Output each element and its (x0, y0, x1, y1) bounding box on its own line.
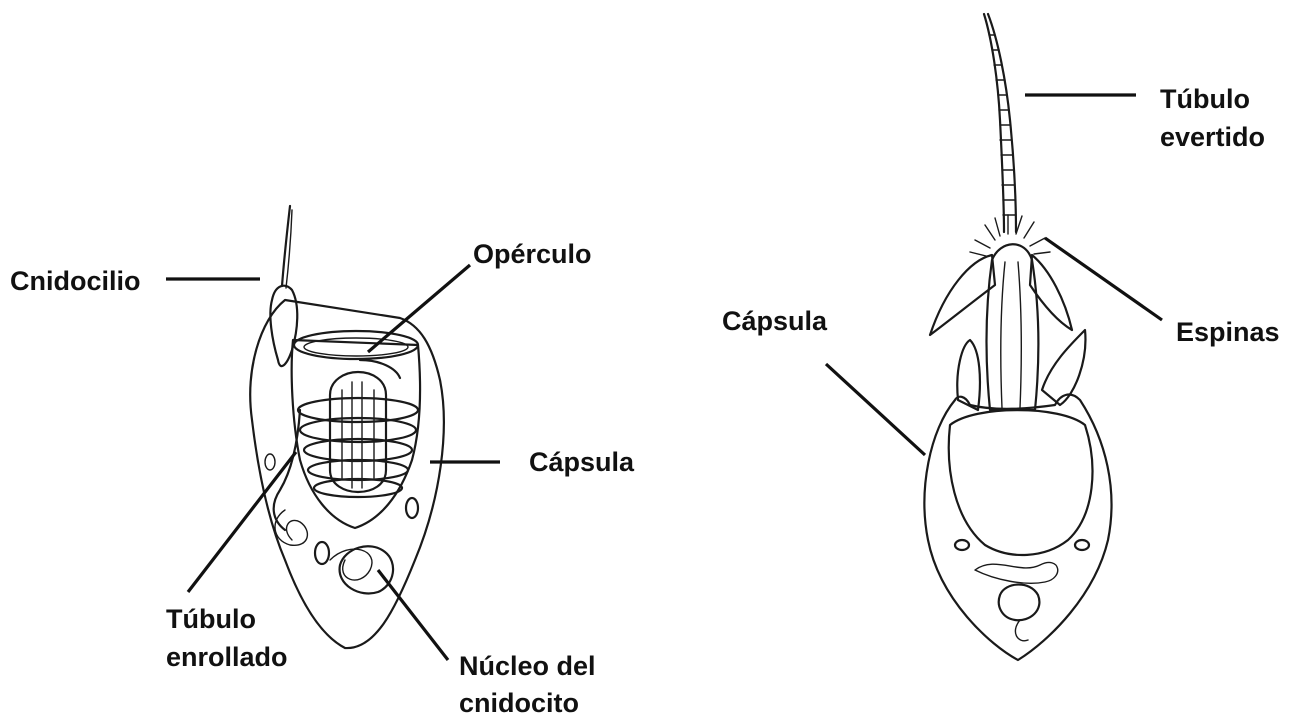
spine-flap-left (930, 255, 995, 335)
cnidocil-base (270, 286, 297, 366)
label-cnidocilio: Cnidocilio (10, 266, 141, 296)
leader-lines (166, 95, 1162, 660)
everted-tubule (984, 14, 1016, 232)
label-tubulo-enrollado-1: Túbulo (166, 604, 256, 634)
label-tubulo-enrollado-2: enrollado (166, 642, 288, 672)
cnidocil-hair (282, 206, 290, 286)
capsule-left (292, 340, 420, 528)
leader-espinas (1045, 238, 1162, 320)
nucleus (340, 546, 394, 593)
label-espinas: Espinas (1176, 317, 1280, 347)
spines (970, 215, 1050, 256)
discharged-cnidocyte (924, 14, 1111, 660)
leader-tubulo-enrollado (188, 452, 296, 592)
label-operculo: Opérculo (473, 239, 592, 269)
label-tubulo-evertido-1: Túbulo (1160, 84, 1250, 114)
label-nucleo-1: Núcleo del (459, 651, 596, 681)
label-nucleo-2: cnidocito (459, 688, 579, 717)
undischarged-cnidocyte (250, 206, 444, 648)
spine-flap-right (1030, 255, 1072, 330)
leader-operculo (368, 265, 470, 352)
label-capsula-left: Cápsula (529, 447, 635, 477)
label-tubulo-evertido-2: evertido (1160, 122, 1265, 152)
label-capsula-right: Cápsula (722, 306, 828, 336)
capsule-right (949, 410, 1093, 555)
nucleus-right (999, 584, 1040, 620)
coiled-tubule (274, 360, 418, 530)
leader-capsula-right (826, 364, 925, 455)
